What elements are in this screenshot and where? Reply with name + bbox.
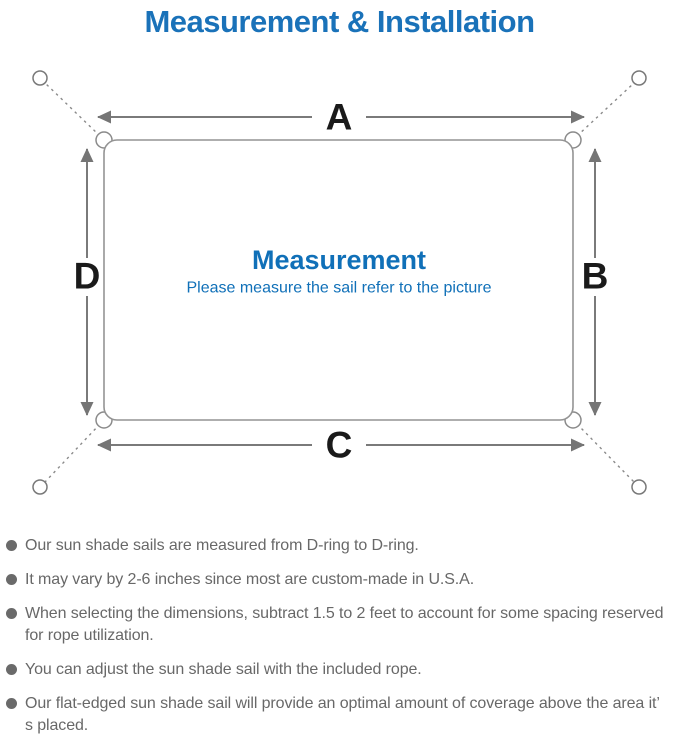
sail-outline [103, 139, 574, 421]
bullet-icon [6, 698, 17, 709]
notes-list: Our sun shade sails are measured from D-… [6, 535, 665, 739]
page-title: Measurement & Installation [144, 4, 535, 39]
bullet-icon [6, 574, 17, 585]
diagram-center-subtitle: Please measure the sail refer to the pic… [186, 280, 491, 297]
note-text: It may vary by 2-6 inches since most are… [25, 571, 475, 588]
anchor-ring-icon-bottom-left [32, 479, 48, 495]
list-item: It may vary by 2-6 inches since most are… [6, 569, 665, 591]
note-text: When selecting the dimensions, subtract … [25, 605, 664, 644]
diagram-center-title: Measurement [252, 245, 426, 275]
rope-dashed-line-bottom-left [44, 423, 101, 483]
bullet-icon [6, 664, 17, 675]
dimension-label-b: B [582, 256, 609, 297]
bullet-icon [6, 608, 17, 619]
note-text: Our flat-edged sun shade sail will provi… [25, 695, 660, 734]
anchor-ring-icon-top-right [631, 70, 647, 86]
note-text: You can adjust the sun shade sail with t… [25, 661, 422, 678]
rope-dashed-line-bottom-right [576, 423, 635, 483]
anchor-ring-icon-top-left [32, 70, 48, 86]
dimension-label-c: C [326, 425, 353, 466]
list-item: Our flat-edged sun shade sail will provi… [6, 693, 665, 737]
rope-dashed-line-top-right [576, 82, 635, 137]
dimension-label-d: D [74, 256, 101, 297]
rope-dashed-line-top-left [44, 82, 101, 137]
anchor-ring-icon-bottom-right [631, 479, 647, 495]
list-item: You can adjust the sun shade sail with t… [6, 659, 665, 681]
bullet-icon [6, 540, 17, 551]
list-item: When selecting the dimensions, subtract … [6, 603, 665, 647]
list-item: Our sun shade sails are measured from D-… [6, 535, 665, 557]
note-text: Our sun shade sails are measured from D-… [25, 537, 419, 554]
measurement-diagram: A C D B Measurement Please measure the s… [32, 70, 647, 495]
dimension-label-a: A [326, 97, 353, 138]
